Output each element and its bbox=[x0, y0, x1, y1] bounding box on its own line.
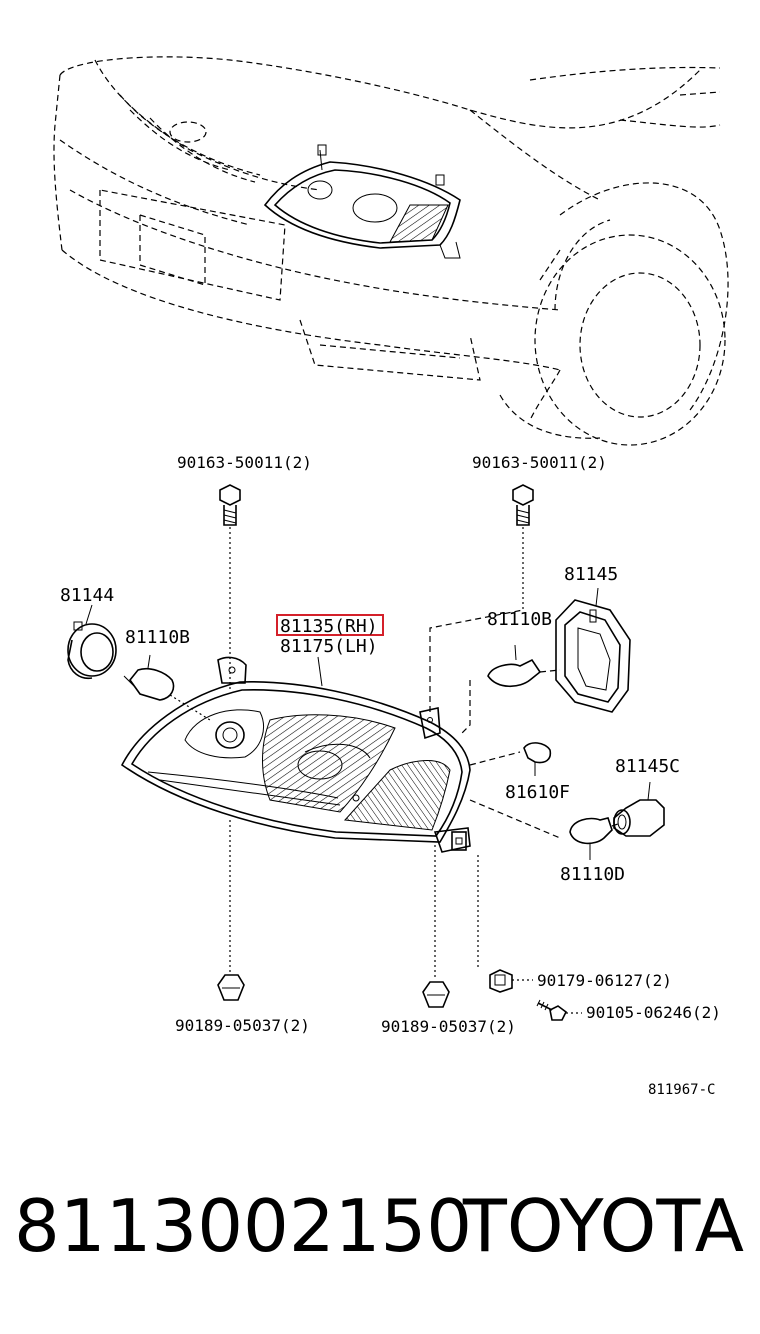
part-number: 8113002150 bbox=[14, 1184, 473, 1268]
bulb-81610f bbox=[469, 742, 552, 776]
label-81110d: 81110D bbox=[560, 864, 625, 885]
label-81110b-right: 81110B bbox=[487, 609, 552, 630]
socket-81144 bbox=[67, 604, 117, 680]
label-clip-right: 90189-05037(2) bbox=[381, 1017, 516, 1036]
bulb-81110b-left bbox=[123, 654, 211, 721]
brand-name: TOYOTA bbox=[462, 1184, 744, 1268]
socket-81145c bbox=[613, 781, 665, 837]
headlamp-assembly bbox=[120, 656, 471, 853]
bulb-81110d bbox=[469, 799, 619, 860]
bolt-right bbox=[512, 484, 534, 610]
highlight-box bbox=[276, 614, 384, 636]
label-81610f: 81610F bbox=[505, 782, 570, 803]
label-81110b-left: 81110B bbox=[125, 627, 190, 648]
clip-right bbox=[422, 845, 450, 1008]
bulb-81110b-right bbox=[487, 644, 542, 688]
car-headlight-detail bbox=[263, 144, 461, 259]
diagram-code: 811967-C bbox=[648, 1082, 715, 1098]
label-bolt-right: 90163-50011(2) bbox=[472, 453, 607, 472]
label-nut-90179: 90179-06127(2) bbox=[537, 971, 672, 990]
label-lamp-lh: 81175(LH) bbox=[280, 636, 378, 657]
label-screw-90105: 90105-06246(2) bbox=[586, 1003, 721, 1022]
label-81145: 81145 bbox=[564, 564, 618, 585]
label-81145c: 81145C bbox=[615, 756, 680, 777]
car-front-outline bbox=[53, 56, 729, 446]
label-bolt-left: 90163-50011(2) bbox=[177, 453, 312, 472]
screw-90105 bbox=[536, 999, 582, 1021]
cover-81145 bbox=[555, 587, 631, 713]
bolt-left bbox=[219, 484, 241, 690]
label-81144: 81144 bbox=[60, 585, 114, 606]
label-lamp-rh[interactable]: 81135(RH) bbox=[280, 616, 378, 637]
label-clip-left: 90189-05037(2) bbox=[175, 1016, 310, 1035]
nut-90179 bbox=[477, 855, 533, 993]
clip-left bbox=[217, 820, 245, 1001]
